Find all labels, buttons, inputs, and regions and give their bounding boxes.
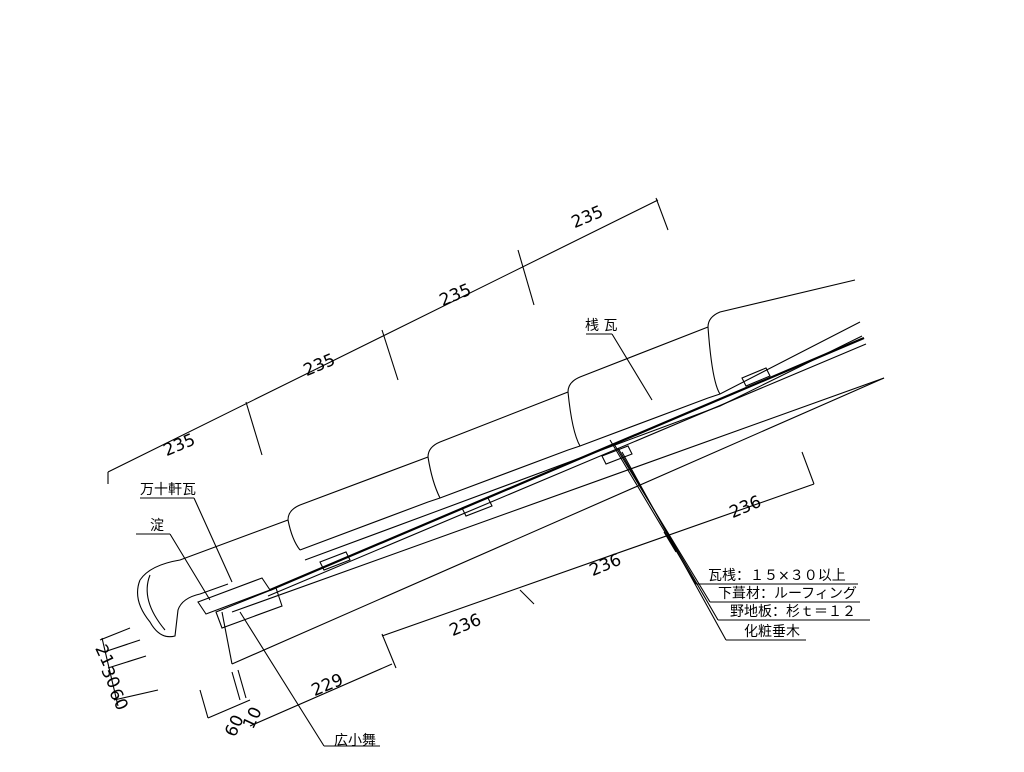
label-sangawara: 桟 瓦 (585, 318, 617, 334)
dim-top-2: 235 (301, 350, 339, 381)
left-dimension-group: 21 30 60 (90, 627, 159, 714)
label-kawarazan: 瓦桟：１５×３０以上 (708, 568, 846, 584)
dim-mid-3: 236 (727, 492, 765, 523)
dim-mid-1: 236 (447, 610, 485, 641)
label-keshotaruki: 化粧垂木 (744, 624, 800, 640)
dim-bottom-1: 229 (309, 670, 347, 701)
labels: 桟 瓦 万十軒瓦 淀 広小舞 瓦桟：１５×３０以上 下葺材：ルーフィング 野地板… (136, 318, 870, 749)
label-yodo: 淀 (150, 518, 164, 534)
label-manjuu-nokigawara: 万十軒瓦 (140, 482, 196, 498)
dim-top-1: 235 (161, 430, 199, 461)
label-nojiita: 野地板：杉ｔ＝１２ (730, 604, 856, 620)
roofing-layers (221, 336, 885, 665)
middle-dimension-line: 236 236 236 (381, 451, 815, 641)
dim-mid-2: 236 (587, 550, 625, 581)
fascia-boards (197, 577, 283, 629)
dim-top-3: 235 (437, 280, 475, 311)
label-shitabuki: 下葺材：ルーフィング (718, 586, 857, 602)
top-dimension-line: 235 235 235 235 (107, 197, 669, 484)
label-hirokomai: 広小舞 (334, 733, 376, 749)
